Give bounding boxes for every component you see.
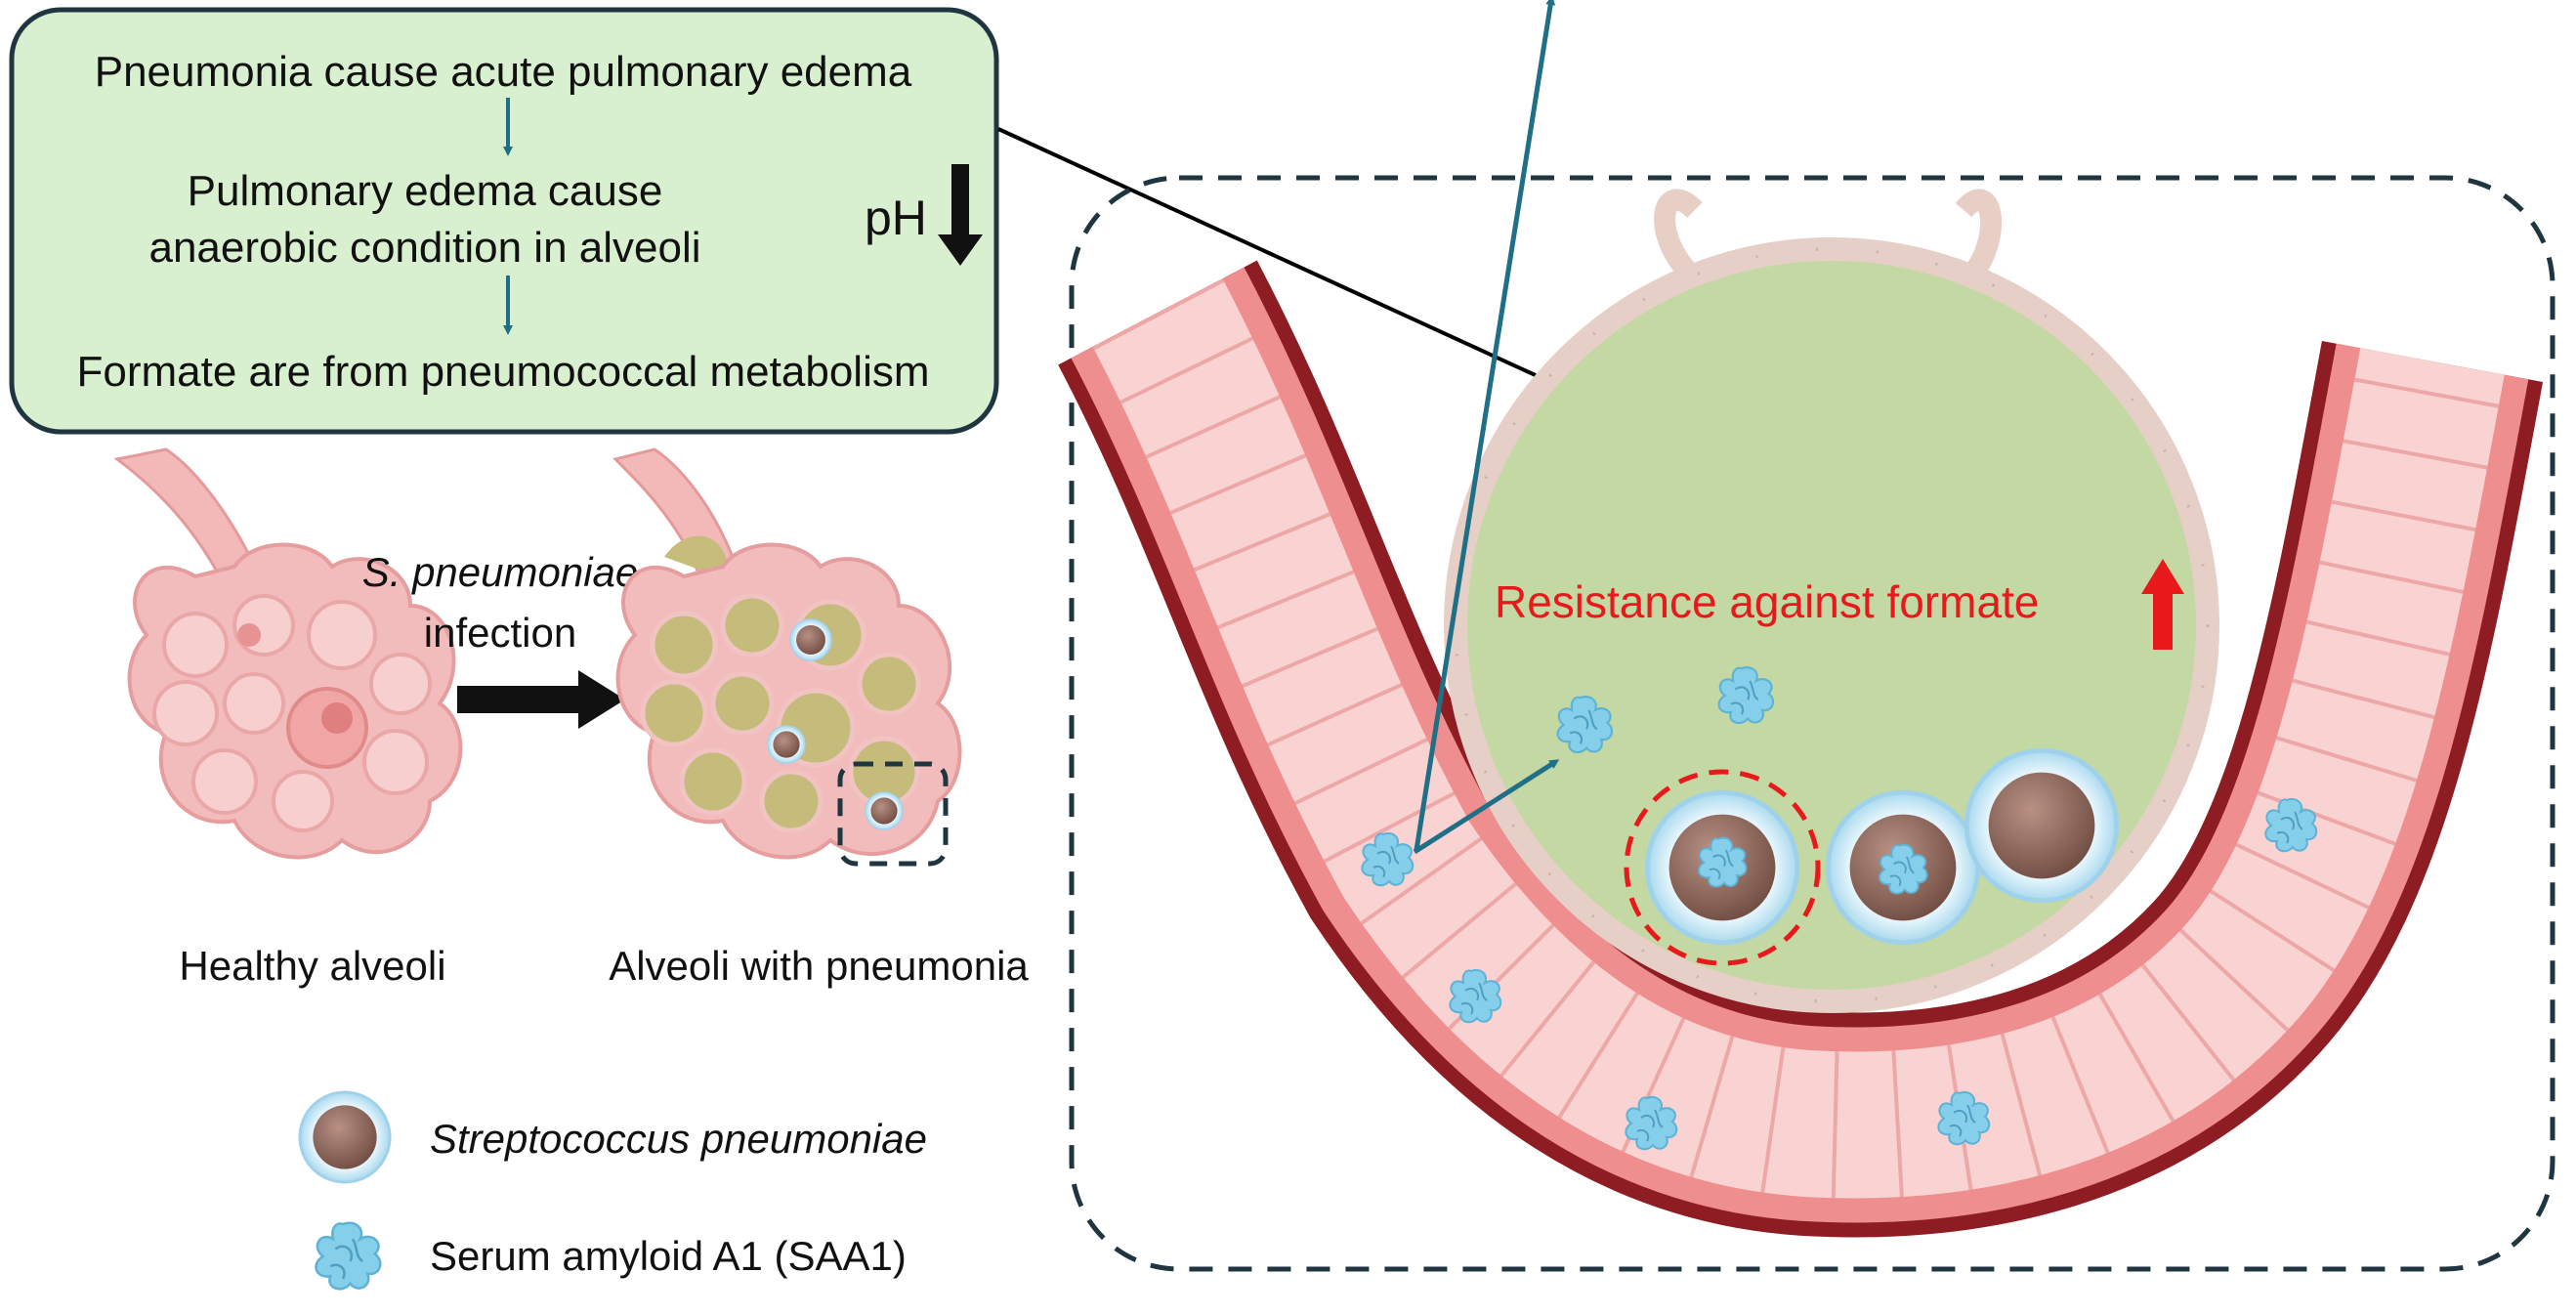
zoom-region-marker bbox=[837, 761, 949, 867]
healthy-alveoli-caption: Healthy alveoli bbox=[179, 943, 445, 989]
ph-down-arrow-icon bbox=[938, 164, 983, 266]
summary-line-anaerobic-a: Pulmonary edema cause bbox=[188, 167, 663, 215]
resistance-label: Resistance against formate bbox=[1495, 576, 2039, 627]
infection-arrow-icon bbox=[457, 670, 625, 729]
blood-vessel bbox=[1058, 260, 2544, 1238]
infection-event-label: infection bbox=[424, 610, 576, 656]
legend-bacterium-label: Streptococcus pneumoniae bbox=[430, 1116, 927, 1162]
bacterium-icon bbox=[767, 725, 806, 764]
detail-panel: Resistance against formate bbox=[1058, 0, 2555, 1272]
detail-panel-frame bbox=[1069, 175, 2555, 1272]
bacterium-icon bbox=[1966, 750, 2117, 901]
bacterium-icon bbox=[789, 618, 832, 661]
resistance-up-arrow-icon bbox=[2141, 559, 2184, 650]
infection-species-label: S. pneumoniae bbox=[362, 549, 639, 595]
summary-box: Pneumonia cause acute pulmonary edema Pu… bbox=[9, 7, 999, 435]
saa1-migration-arrow-line bbox=[1413, 759, 1560, 855]
summary-line-edema: Pneumonia cause acute pulmonary edema bbox=[95, 48, 912, 96]
pneumonia-alveoli-illustration bbox=[612, 447, 962, 867]
highlighted-bacterium-ring bbox=[1624, 769, 1821, 966]
legend: Streptococcus pneumoniae Serum amyloid A… bbox=[298, 1090, 927, 1291]
legend-bacterium-icon bbox=[298, 1090, 392, 1184]
summary-line-formate: Formate are from pneumococcal metabolism bbox=[77, 348, 930, 396]
bacterium-icon bbox=[865, 791, 904, 830]
ph-label: pH bbox=[865, 191, 927, 245]
summary-line-anaerobic-b: anaerobic condition in alveoli bbox=[148, 224, 700, 272]
summary-box-frame bbox=[9, 7, 999, 435]
healthy-alveoli-illustration bbox=[113, 447, 463, 860]
legend-saa1-label: Serum amyloid A1 (SAA1) bbox=[430, 1233, 907, 1279]
pneumonia-alveoli-caption: Alveoli with pneumonia bbox=[609, 943, 1029, 989]
legend-saa1-icon bbox=[315, 1221, 382, 1291]
saa1-migration-arrow bbox=[1414, 0, 1556, 851]
